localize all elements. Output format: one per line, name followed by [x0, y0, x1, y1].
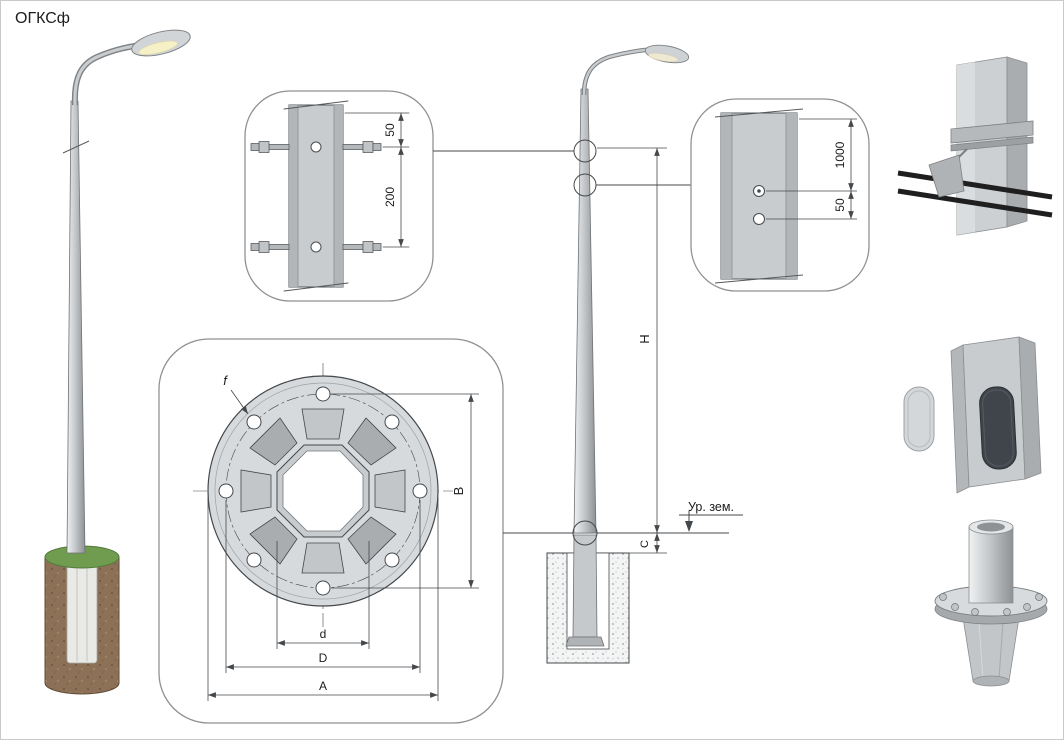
detail-marker-upper: [573, 139, 597, 163]
ground-level-label: Ур. зем.: [688, 500, 734, 514]
flange-plan-callout: f B d D A: [158, 338, 504, 724]
b-dim-label: B: [451, 487, 466, 496]
D-dim-label: D: [319, 651, 328, 665]
break-line: [283, 282, 349, 292]
luminaire-render: [131, 29, 191, 57]
dim-50-label: 50: [383, 123, 397, 137]
dim-200-label: 200: [383, 187, 397, 207]
dim-bolt-detail: [344, 112, 410, 248]
dim-C: [629, 533, 667, 554]
foundation-render: [44, 545, 120, 695]
dim-A: [207, 497, 439, 701]
dim-hole-detail: [766, 118, 857, 220]
cable-rod: [897, 188, 1053, 218]
fixing-hole-lower: [753, 213, 765, 225]
pole-shaft-elevation: [573, 88, 597, 534]
c-dim-label: C: [639, 540, 651, 548]
pole-elevation: H C Ур. зем.: [503, 44, 743, 664]
dim-d: [276, 541, 370, 649]
dim-1000-label: 1000: [833, 141, 847, 168]
flange-base-render: [934, 519, 1048, 687]
base-tube: [968, 526, 1014, 604]
break-line: [283, 100, 349, 110]
access-door-render: [903, 336, 1042, 494]
door-cover: [903, 386, 935, 452]
cable-rod: [897, 170, 1053, 200]
pole-shaft: [66, 100, 86, 554]
d-dim-label: d: [320, 627, 327, 641]
dim-50-label-right: 50: [833, 198, 847, 212]
foundation-sleeve: [66, 560, 98, 664]
break-mark: [62, 140, 90, 154]
bolt-detail-callout: 50 200: [244, 90, 434, 302]
flange-bolt-holes: [218, 386, 428, 596]
f-label: f: [223, 373, 228, 388]
dim-B: [331, 393, 479, 589]
flange-gussets: [240, 408, 406, 574]
dim-D: [225, 500, 421, 673]
bolt-hole: [310, 241, 322, 253]
octagon-hole: [282, 450, 364, 532]
bolt-right-lower: [342, 241, 382, 253]
left-pole-render: [44, 29, 191, 695]
wedge-clamp: [928, 154, 965, 198]
break-line: [714, 274, 804, 284]
band-clamp: [950, 120, 1034, 144]
h-dim-label: H: [637, 334, 652, 343]
ground-level-symbol: [685, 511, 693, 532]
flange-bolts: [939, 593, 1043, 616]
break-line: [714, 108, 804, 118]
bolt-hole: [310, 141, 322, 153]
A-dim-label: A: [319, 679, 327, 693]
detail-marker-base: [572, 520, 598, 546]
cable-clamp-render: [897, 56, 1053, 236]
f-leader: [230, 389, 249, 415]
luminaire-elevation: [644, 44, 690, 64]
hole-detail-callout: 1000 50: [596, 98, 870, 292]
door-opening: [979, 386, 1017, 470]
dim-H: [597, 147, 667, 533]
bolt-left-upper: [250, 141, 290, 153]
pole-arm-elevation: [581, 46, 656, 96]
pole-base-flare: [565, 636, 605, 647]
bolt-right-upper: [342, 141, 382, 153]
page-title: ОГКСф: [15, 10, 70, 27]
bolt-left-lower: [250, 241, 290, 253]
